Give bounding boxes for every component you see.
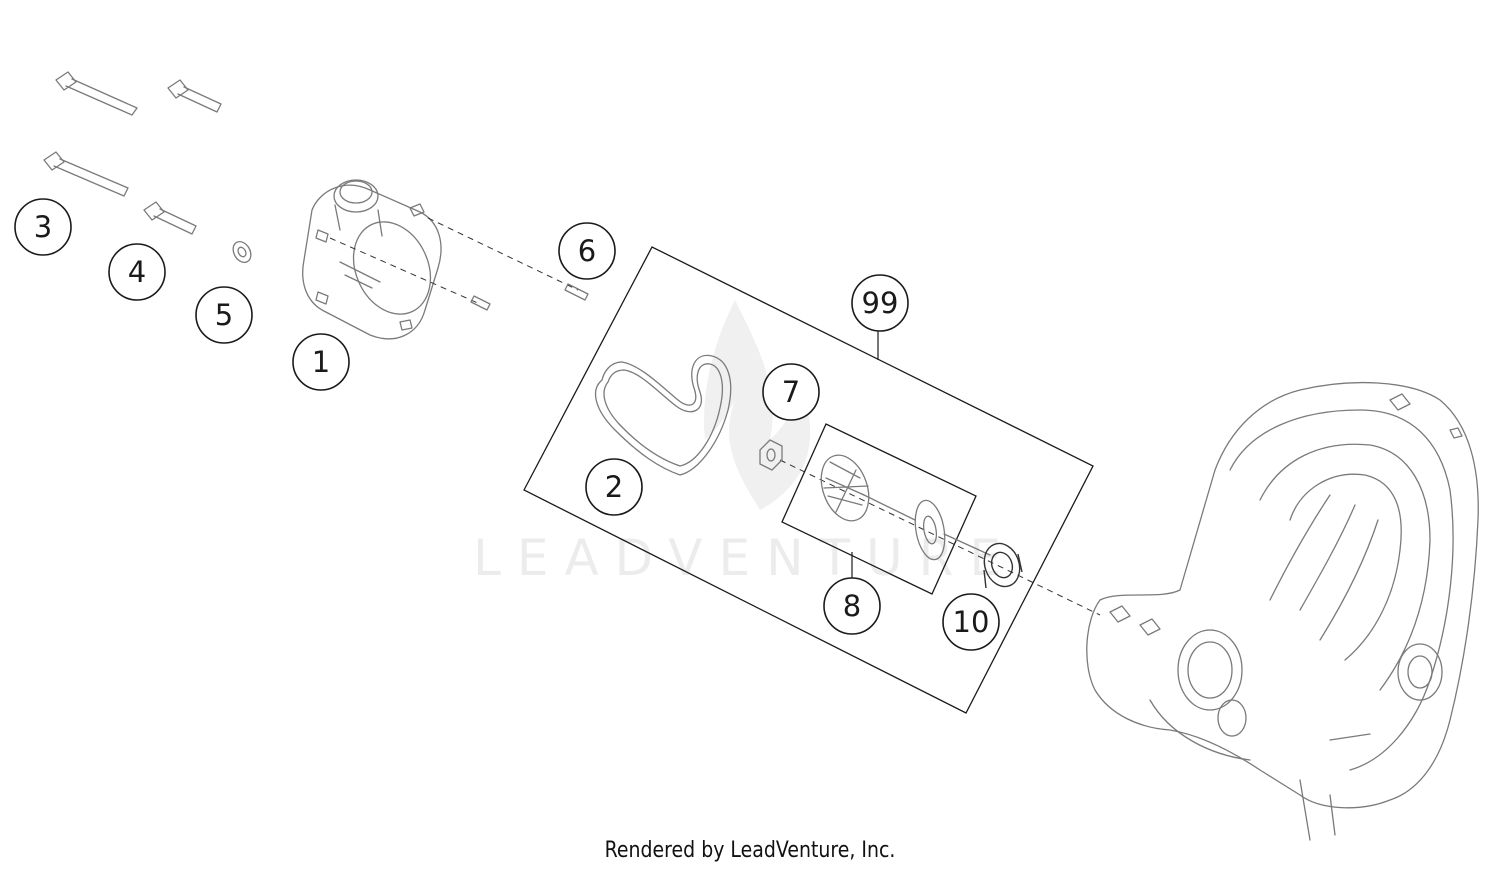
svg-text:1: 1	[312, 345, 330, 379]
impeller-subkit-frame	[781, 423, 977, 595]
callout-5: 5	[195, 286, 253, 344]
gasket	[594, 354, 732, 476]
svg-text:8: 8	[843, 589, 861, 623]
svg-text:6: 6	[578, 234, 596, 268]
callout-99: 99	[851, 274, 909, 332]
impeller	[820, 454, 916, 522]
kit-frame	[523, 246, 1094, 714]
svg-text:7: 7	[782, 375, 800, 409]
callout-10: 10	[942, 593, 1000, 651]
callout-2: 2	[585, 458, 643, 516]
callout-8: 8	[823, 577, 881, 635]
svg-text:2: 2	[605, 470, 623, 504]
svg-text:5: 5	[215, 298, 233, 332]
svg-text:4: 4	[128, 255, 146, 289]
bolt-long-lower	[43, 151, 129, 197]
svg-text:3: 3	[34, 210, 52, 244]
bolt-short-lower	[143, 201, 197, 235]
bolt-short-upper	[167, 79, 222, 113]
shaft-seal	[983, 542, 1023, 589]
bolt-long-upper	[55, 71, 138, 116]
rendered-by-footer: Rendered by LeadVenture, Inc.	[604, 838, 896, 863]
pump-shaft-disc	[914, 499, 991, 561]
callout-7: 7	[762, 363, 820, 421]
dowel-axis-line	[427, 217, 579, 291]
impeller-nut	[759, 439, 783, 471]
callout-4: 4	[108, 243, 166, 301]
callout-3: 3	[14, 198, 72, 256]
bolt-axis-line	[329, 237, 481, 305]
svg-text:10: 10	[953, 605, 990, 639]
watermark-text: LEADVENTURE	[473, 529, 1017, 587]
dowel-pin	[564, 283, 589, 301]
watermark: LEADVENTURE	[473, 300, 1017, 587]
callout-6: 6	[558, 222, 616, 280]
dowel-pin-short	[470, 295, 491, 311]
callout-1: 1	[292, 333, 350, 391]
svg-text:99: 99	[862, 286, 899, 320]
engine-clutch-cover	[1086, 381, 1479, 841]
washer	[232, 241, 252, 263]
shaft-axis-line	[779, 459, 1101, 616]
watermark-flame-logo	[704, 300, 811, 510]
water-pump-cover	[302, 179, 442, 340]
